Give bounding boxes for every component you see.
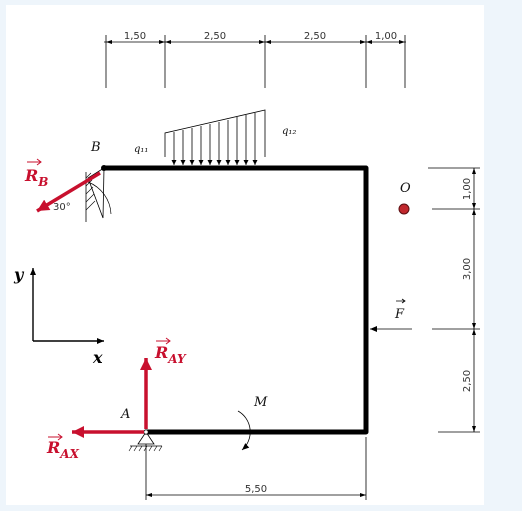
load-q1-label: q₁₁: [134, 144, 148, 155]
reaction-rb: RB: [24, 158, 101, 213]
point-o: O: [398, 181, 411, 215]
dim-right-1: 1,00: [462, 178, 473, 200]
dim-top-4: 1,00: [375, 31, 397, 42]
moment-m: M: [237, 395, 268, 451]
reaction-ray-label: RAY: [154, 343, 187, 366]
coordinate-axes: y x: [13, 265, 104, 367]
support-b: B 30°: [53, 140, 112, 222]
diagram-panel: [6, 5, 484, 505]
axis-y-label: y: [13, 265, 25, 284]
point-o-marker: [398, 203, 410, 215]
reaction-rax: RAX: [46, 426, 144, 461]
dim-right-3: 2,50: [462, 370, 473, 392]
angle-label: 30°: [53, 202, 71, 213]
dim-top-1: 1,50: [124, 31, 146, 42]
support-a: A: [120, 407, 163, 452]
axis-x-label: x: [92, 348, 103, 367]
frame-beam: [104, 165, 369, 435]
bottom-dimension: 5,50: [145, 437, 367, 500]
reaction-ray: RAY: [140, 337, 187, 429]
dim-top-2: 2,50: [204, 31, 226, 42]
vector-arrow-icon: [48, 433, 63, 441]
vector-arrow-icon: [396, 298, 406, 304]
distributed-load: q₁₁ q₁₂: [134, 109, 296, 165]
point-o-label: O: [400, 181, 411, 196]
moment-m-label: M: [253, 395, 268, 410]
dim-bottom: 5,50: [245, 484, 267, 495]
dim-top-3: 2,50: [304, 31, 326, 42]
support-a-label: A: [120, 407, 130, 422]
vector-arrow-icon: [27, 158, 42, 166]
right-dimension-chain: 1,00 3,00 2,50: [428, 167, 480, 433]
support-b-label: B: [90, 140, 101, 155]
vector-arrow-icon: [156, 337, 171, 345]
reaction-rb-label: RB: [24, 166, 48, 189]
top-dimension-chain: 1,50 2,50 2,50 1,00: [104, 31, 406, 88]
reaction-rax-label: RAX: [46, 438, 80, 461]
load-q2-label: q₁₂: [282, 126, 296, 137]
force-f-label: F: [394, 307, 405, 322]
dim-right-2: 3,00: [462, 258, 473, 280]
force-f: F: [370, 298, 412, 332]
